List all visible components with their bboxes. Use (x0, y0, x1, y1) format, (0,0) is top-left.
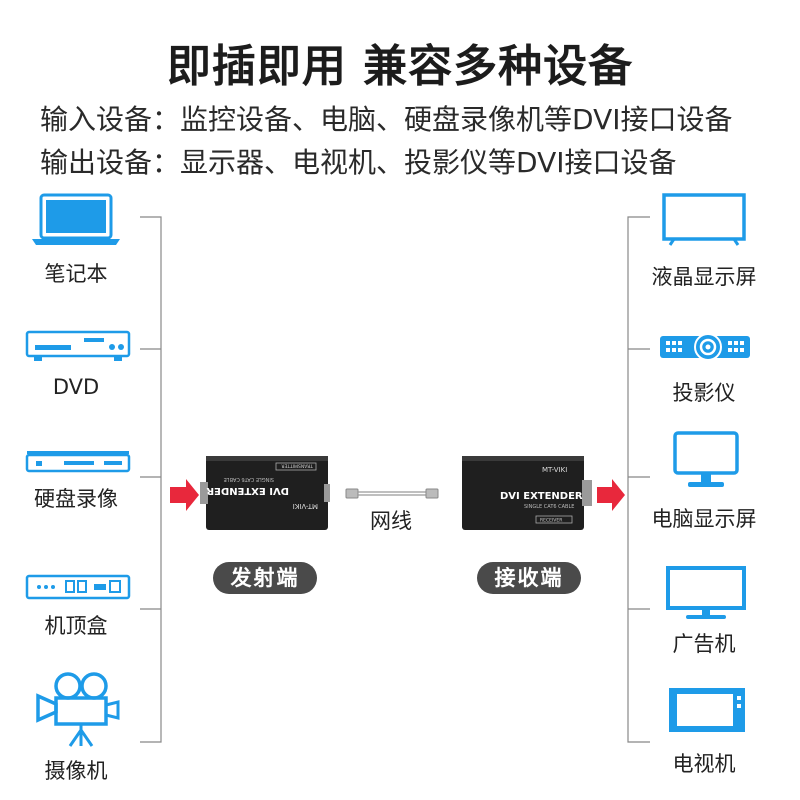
transmitter-tag-text: TRANSMITTER (281, 463, 314, 469)
network-cable-icon (344, 484, 440, 502)
receiver-label: 接收端 (477, 562, 581, 594)
input-label-laptop: 笔记本 (6, 258, 146, 288)
hard-disk-recorder-icon (24, 451, 132, 475)
input-label-video-camera: 摄像机 (6, 755, 146, 785)
video-camera-icon (34, 672, 124, 748)
input-label-set-top-box: 机顶盒 (6, 610, 146, 640)
input-label-dvd: DVD (6, 375, 146, 399)
transmitter-label: 发射端 (213, 562, 317, 594)
transmitter-device: MT-VIKI DVI EXTENDER SINGLE CAT6 CABLE T… (200, 454, 332, 536)
output-label-computer-monitor: 电脑显示屏 (634, 503, 774, 533)
receiver-brand-text: MT-VIKI (542, 466, 567, 474)
computer-monitor-icon (672, 430, 742, 492)
receiver-device-text: DVI EXTENDER (500, 491, 583, 502)
receiver-device-subtext: SINGLE CAT6 CABLE (524, 504, 574, 510)
input-arrow-icon (170, 479, 199, 511)
output-label-advertising-display: 广告机 (634, 628, 774, 658)
output-label-projector: 投影仪 (634, 377, 774, 407)
tv-icon (667, 686, 747, 734)
laptop-icon (30, 192, 122, 248)
output-arrow-icon (597, 479, 625, 511)
output-label-tv: 电视机 (634, 748, 774, 778)
dvd-player-icon (24, 330, 132, 362)
transmitter-device-text: DVI EXTENDER (206, 485, 289, 496)
advertising-display-icon (664, 564, 748, 622)
input-label-hard-disk-recorder: 硬盘录像 (6, 483, 146, 513)
receiver-device: MT-VIKI DVI EXTENDER SINGLE CAT6 CABLE R… (460, 454, 600, 536)
set-top-box-icon (24, 573, 132, 601)
cable-label: 网线 (370, 505, 412, 535)
receiver-tag-text: RECEIVER (540, 518, 562, 524)
transmitter-device-subtext: SINGLE CAT6 CABLE (224, 476, 274, 482)
output-label-lcd-screen: 液晶显示屏 (634, 261, 774, 291)
lcd-screen-icon (658, 192, 750, 248)
transmitter-brand-text: MT-VIKI (293, 502, 318, 510)
projector-icon (658, 332, 752, 364)
